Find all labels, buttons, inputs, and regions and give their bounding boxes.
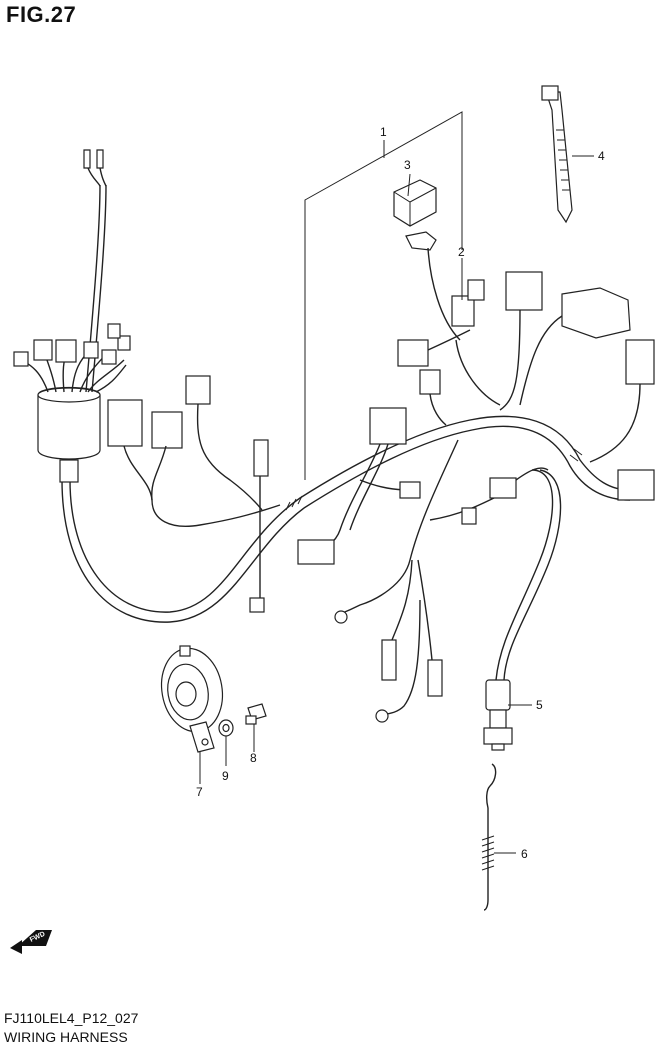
bolt-part-8 [245,703,267,725]
washer-part-9 [218,719,234,737]
group-bracket-1 [304,111,463,480]
callout-8: 8 [250,751,257,765]
callout-3: 3 [404,158,411,172]
mid-left-connectors [107,375,281,613]
relay-part-3 [393,179,437,227]
callout-leaders [199,155,594,854]
sensor-part-5 [483,469,562,751]
left-connector-boot [13,149,131,483]
callout-1: 1 [380,125,387,139]
upper-right-connectors [397,231,655,501]
fwd-direction-badge: FWD [10,930,52,954]
callout-5: 5 [536,698,543,712]
spring-part-6 [481,763,497,911]
horn-part-7 [160,645,224,753]
callout-2: 2 [458,245,465,259]
cable-tie-part-4 [541,85,573,224]
figure-code: FJ110LEL4_P12_027 [4,1010,139,1026]
main-harness-trunk [61,415,631,623]
callout-9: 9 [222,769,229,783]
center-connectors [297,407,549,723]
figure-title: FIG.27 [6,2,77,27]
callout-4: 4 [598,149,605,163]
callout-7: 7 [196,785,203,799]
callout-6: 6 [521,847,528,861]
figure-name: WIRING HARNESS [4,1029,128,1045]
